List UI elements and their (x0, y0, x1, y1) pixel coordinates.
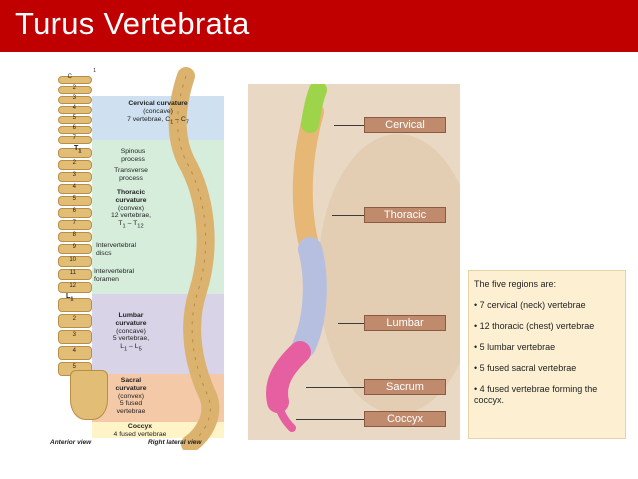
five-regions-box: The five regions are: • 7 cervical (neck… (468, 270, 626, 439)
vertebra-number: 8 (72, 232, 76, 238)
vertebra (58, 106, 92, 114)
lateral-spine-curve (168, 67, 220, 450)
spine-illustration (266, 84, 460, 432)
vertebra-number: 5 (72, 196, 76, 202)
vertebra-number: 3 (72, 95, 76, 101)
vertebra (58, 76, 92, 84)
cervical-curvature-label: Cervical curvature (concave) 7 vertebrae… (127, 100, 189, 125)
vertebra (58, 136, 92, 144)
vertebra-number: 2 (72, 85, 76, 91)
sacrum-tag: Sacrum (364, 379, 446, 395)
list-item: • 7 cervical (neck) vertebrae (474, 300, 586, 310)
vertebra (58, 232, 92, 242)
spine-regions-figure: Cervical Thoracic Lumbar Sacrum Coccyx (248, 84, 460, 440)
vertebra (58, 346, 92, 360)
thoracic-tag: Thoracic (364, 207, 446, 223)
sacral-curvature-label: Sacral curvature (convex) 5 fused verteb… (115, 377, 147, 416)
sacrum-shape (70, 370, 108, 420)
slide-title: Turus Vertebrata (15, 6, 250, 41)
vertebra-number: 9 (72, 244, 76, 250)
vertebra (58, 148, 92, 158)
vertebra (58, 298, 92, 312)
coccyx-label: Coccyx 4 fused vertebrae (113, 423, 167, 438)
vertebra (58, 196, 92, 206)
vertebra (58, 208, 92, 218)
leader-line (334, 125, 364, 126)
vertebra (58, 96, 92, 104)
spine-diagram-left: C 1 2 3 4 5 6 7 T1 2 3 4 5 6 7 8 9 10 11… (46, 66, 224, 450)
vertebra (58, 172, 92, 182)
leader-line (296, 419, 364, 420)
title-bar: Turus Vertebrata (0, 0, 638, 52)
vertebra (58, 314, 92, 328)
lateral-view-caption: Right lateral view (148, 439, 202, 446)
vertebra-number: 3 (72, 172, 76, 178)
vertebra-number: 3 (72, 332, 76, 338)
list-item: • 4 fused vertebrae forming the coccyx. (474, 384, 598, 405)
list-item: • 12 thoracic (chest) vertebrae (474, 321, 595, 331)
vertebra-number: 7 (72, 220, 76, 226)
cervical-region (92, 96, 224, 140)
vertebra-number: 11 (69, 270, 76, 276)
leader-line (332, 215, 364, 216)
vertebra (58, 269, 92, 280)
vertebra (58, 256, 92, 267)
vertebra (58, 126, 92, 134)
list-item: • 5 lumbar vertebrae (474, 342, 556, 352)
vertebra-number: 5 (72, 364, 76, 370)
anterior-view-caption: Anterior view (50, 439, 92, 446)
thoracic-curvature-label: Thoracic curvature (convex) 12 vertebrae… (110, 189, 152, 230)
regions-heading: The five regions are: (474, 279, 557, 289)
lumbar-tag: Lumbar (364, 315, 446, 331)
vertebra-number: 2 (72, 316, 76, 322)
vertebra-number: 5 (72, 115, 76, 121)
section-letter: L1 (66, 293, 74, 303)
lumbar-curvature-label: Lumbar curvature (concave) 5 vertebrae, … (112, 312, 150, 353)
vertebra (58, 160, 92, 170)
vertebra-number: 4 (72, 105, 76, 111)
vertebra (58, 282, 92, 293)
cervical-tag: Cervical (364, 117, 446, 133)
vertebra (58, 244, 92, 254)
anterior-vertebral-column (58, 72, 92, 434)
coccyx-tag: Coccyx (364, 411, 446, 427)
section-letter: T1 (74, 145, 82, 155)
vertebra-number: 4 (72, 348, 76, 354)
vertebra (58, 184, 92, 194)
vertebra-number: 6 (72, 208, 76, 214)
list-item: • 5 fused sacral vertebrae (474, 363, 577, 373)
vertebra-number: 10 (69, 257, 76, 263)
vertebra-number: 12 (69, 283, 76, 289)
vertebra (58, 86, 92, 94)
vertebra-number: 1 (93, 68, 96, 74)
vertebra-number: 2 (72, 160, 76, 166)
vertebra-number: 7 (72, 135, 76, 141)
vertebra (58, 330, 92, 344)
vertebra-number: 6 (72, 125, 76, 131)
vertebra-number: C (67, 74, 72, 80)
vertebra (58, 116, 92, 124)
vertebra (58, 220, 92, 230)
leader-line (306, 387, 364, 388)
vertebra-number: 4 (72, 184, 76, 190)
leader-line (338, 323, 364, 324)
